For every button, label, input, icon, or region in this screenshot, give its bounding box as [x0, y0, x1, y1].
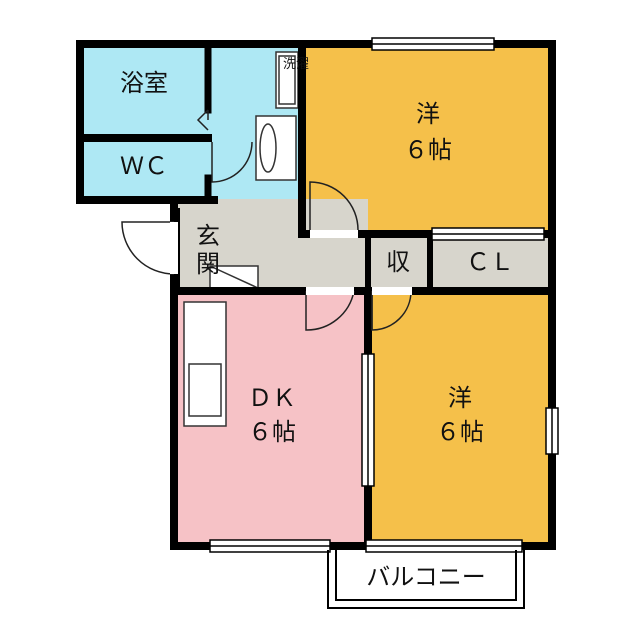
label-entrance-1: 玄 [196, 222, 220, 250]
door-opening-western [372, 287, 412, 295]
label-closet: ＣＬ [466, 248, 514, 276]
door-opening-top [310, 230, 358, 238]
doors [121, 109, 412, 331]
label-storage: 収 [386, 248, 410, 276]
door-opening-dk [306, 287, 354, 295]
label-western-top-size: ６帖 [404, 136, 452, 164]
label-dk-name: ＤＫ [248, 384, 296, 412]
label-wc: ＷＣ [120, 152, 168, 180]
label-washroom: 洗濯 [283, 57, 309, 72]
label-bath: 浴室 [120, 69, 168, 97]
washroom-fixtures [255, 51, 299, 181]
door-opening-front [170, 222, 178, 274]
wc-area [80, 141, 208, 199]
bath-area [80, 44, 208, 134]
label-entrance-2: 関 [196, 250, 220, 278]
label-balcony: バルコニー [366, 563, 486, 591]
label-western-bottom-name: 洋 [448, 384, 472, 412]
windows [209, 37, 559, 553]
balcony [327, 550, 525, 609]
label-western-bottom-size: ６帖 [436, 418, 484, 446]
label-dk-size: ６帖 [248, 418, 296, 446]
western-room-bottom-area [368, 291, 552, 546]
storage-area [368, 230, 430, 291]
balcony-area [328, 546, 524, 608]
kitchen-counter [183, 301, 227, 427]
label-western-top-name: 洋 [416, 100, 440, 128]
